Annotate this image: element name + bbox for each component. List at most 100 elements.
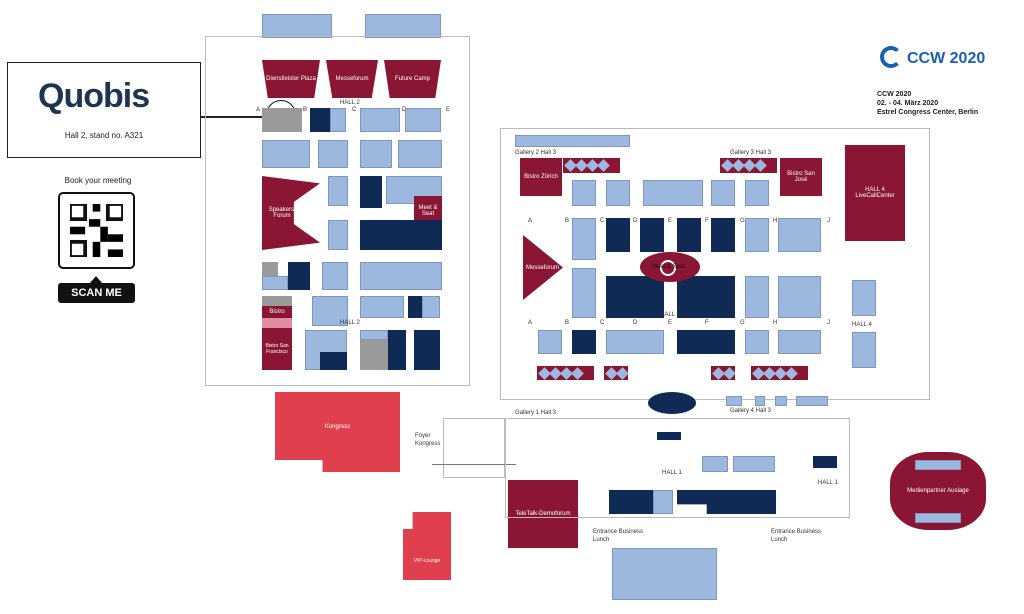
stand[interactable] [796, 396, 828, 406]
stand[interactable] [360, 262, 442, 290]
area-kongress[interactable]: Kongress [275, 392, 400, 472]
event-title: CCW 2020 [877, 91, 912, 98]
area-bistro[interactable]: Bistro [262, 306, 292, 318]
diamond-strip [751, 366, 808, 380]
stand[interactable] [677, 218, 701, 252]
stand[interactable] [653, 490, 673, 514]
stand[interactable] [915, 460, 961, 470]
stand[interactable] [711, 180, 735, 206]
area-dienstleister-plaza[interactable]: Dienstleister Plaza [262, 60, 320, 98]
stand[interactable] [775, 396, 787, 406]
diamond-stand[interactable] [723, 367, 736, 380]
stand[interactable] [778, 330, 821, 354]
stand[interactable] [657, 432, 681, 440]
stand[interactable] [606, 330, 664, 354]
stand[interactable] [755, 396, 765, 406]
stand[interactable] [711, 218, 735, 252]
stand[interactable] [360, 108, 400, 132]
quobis-logo: Quobis [38, 77, 150, 115]
area-bistro-san-francisco[interactable]: Bistro San Francisco [262, 328, 292, 370]
stand[interactable] [360, 296, 404, 318]
stand[interactable] [360, 140, 392, 168]
stand[interactable] [606, 276, 664, 318]
stand[interactable] [640, 218, 664, 252]
stand[interactable] [398, 140, 442, 168]
stand[interactable] [538, 330, 562, 354]
area-teletalk-demoforum[interactable]: TeleTalk-Demoforum [508, 480, 578, 548]
stand[interactable] [360, 340, 388, 370]
row-letter: F [705, 218, 709, 224]
stand[interactable] [408, 296, 422, 318]
event-venue: Estrel Congress Center, Berlin [877, 109, 979, 116]
stand[interactable] [262, 296, 292, 306]
stand[interactable] [515, 135, 630, 147]
exhibitor-card: Quobis Hall 2, stand no. A321 [7, 62, 201, 158]
row-letter: H [773, 320, 778, 326]
area-meet-and-seat-hall3[interactable] [660, 260, 676, 276]
stand[interactable] [414, 330, 440, 370]
stand[interactable] [312, 296, 348, 326]
stand[interactable] [360, 330, 388, 340]
stand[interactable] [778, 218, 821, 252]
diamond-stand[interactable] [616, 367, 629, 380]
scan-me-button[interactable]: SCAN ME [58, 283, 135, 303]
area-bistro-zurich[interactable]: Bistro Zürich [520, 158, 562, 196]
stand[interactable] [726, 396, 742, 406]
stand[interactable] [572, 268, 596, 318]
event-info: CCW 2020 02. - 04. März 2020 Estrel Cong… [877, 90, 978, 117]
stand[interactable] [609, 490, 653, 514]
stand[interactable] [745, 330, 769, 354]
area-bistro-san-jose[interactable]: Bistro San José [780, 158, 822, 196]
stand[interactable] [572, 218, 596, 260]
stand[interactable] [322, 262, 348, 290]
stand[interactable] [677, 330, 735, 354]
stand[interactable] [778, 276, 821, 318]
stand[interactable] [320, 352, 347, 370]
stand[interactable] [288, 262, 310, 290]
stand[interactable] [677, 276, 735, 318]
stand[interactable] [572, 180, 596, 206]
stand[interactable] [606, 180, 630, 206]
stand[interactable] [310, 108, 330, 132]
stand[interactable] [702, 456, 728, 472]
stand[interactable] [643, 180, 703, 206]
diamond-stand[interactable] [754, 159, 767, 172]
row-letter: B [565, 320, 570, 326]
stand[interactable] [745, 180, 769, 206]
diamond-stand[interactable] [571, 367, 584, 380]
row-letter: H [773, 218, 778, 224]
stand[interactable] [330, 108, 346, 132]
stand[interactable] [328, 220, 348, 250]
stand[interactable] [405, 108, 441, 132]
stand[interactable] [572, 330, 596, 354]
stand[interactable] [733, 456, 775, 472]
stand[interactable] [388, 330, 406, 370]
stand[interactable] [360, 220, 442, 250]
area-vip-lounge[interactable]: VIP-Lounge [403, 512, 451, 580]
stand[interactable] [360, 176, 382, 208]
stand[interactable] [422, 296, 440, 318]
area-messeforum-hall2[interactable]: Messeforum [326, 60, 378, 98]
diamond-stand[interactable] [785, 367, 798, 380]
stand[interactable] [813, 456, 837, 468]
qr-code-icon[interactable] [58, 192, 135, 269]
stand[interactable] [852, 280, 876, 316]
stand-quobis[interactable] [262, 108, 302, 132]
stand[interactable] [262, 140, 310, 168]
stand[interactable] [745, 218, 769, 252]
diamond-stand[interactable] [597, 159, 610, 172]
stand[interactable] [606, 218, 630, 252]
stage-oval[interactable] [648, 392, 696, 414]
diamond-strip [711, 366, 736, 380]
row-letter: E [446, 107, 451, 113]
ccw-logo-icon [880, 46, 902, 68]
stand[interactable] [852, 332, 876, 368]
area-future-camp[interactable]: Future Camp [384, 60, 441, 98]
diamond-strip [537, 366, 594, 380]
stand[interactable] [328, 176, 348, 206]
stand[interactable] [745, 276, 769, 318]
stand[interactable] [915, 513, 961, 523]
stand[interactable] [318, 140, 348, 168]
stand[interactable] [262, 276, 288, 290]
stand[interactable] [262, 262, 278, 276]
